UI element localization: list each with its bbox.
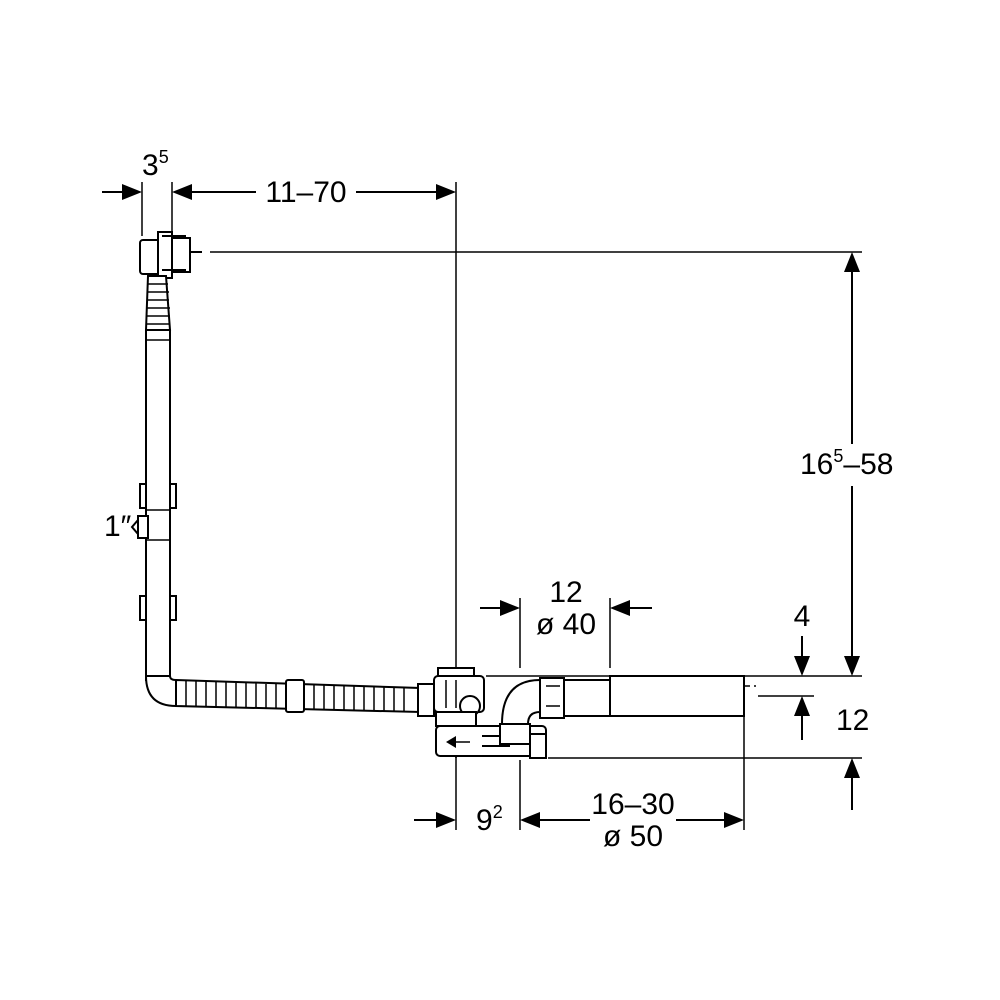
dim-overflow-offset: 35 [142, 147, 169, 182]
waste-valve-body [433, 667, 547, 759]
dim-overflow-horizontal: 11–70 [265, 176, 346, 209]
overflow-pipe-vertical [130, 275, 177, 681]
dimension-lines [102, 184, 860, 828]
dim-thread-size: 1″ [104, 510, 132, 543]
dim-vertical-range: 165–58 [800, 446, 893, 481]
dim-pipe-length-top: 12 [549, 576, 582, 609]
dim-pipe-diameter-top: ø 40 [536, 608, 596, 641]
dimension-labels: 35 11–70 165–58 1″ 12 ø 40 4 12 92 16–30… [104, 147, 893, 853]
dim-drop-bottom: 12 [836, 704, 869, 737]
connecting-hose [144, 675, 435, 717]
dim-drop-top: 4 [794, 600, 811, 633]
dim-outlet-length: 16–30 [591, 788, 674, 821]
outlet-pipe [499, 675, 745, 745]
overflow-head [139, 231, 202, 279]
dim-outlet-diameter: ø 50 [603, 820, 663, 853]
dim-waste-offset: 92 [476, 802, 503, 837]
